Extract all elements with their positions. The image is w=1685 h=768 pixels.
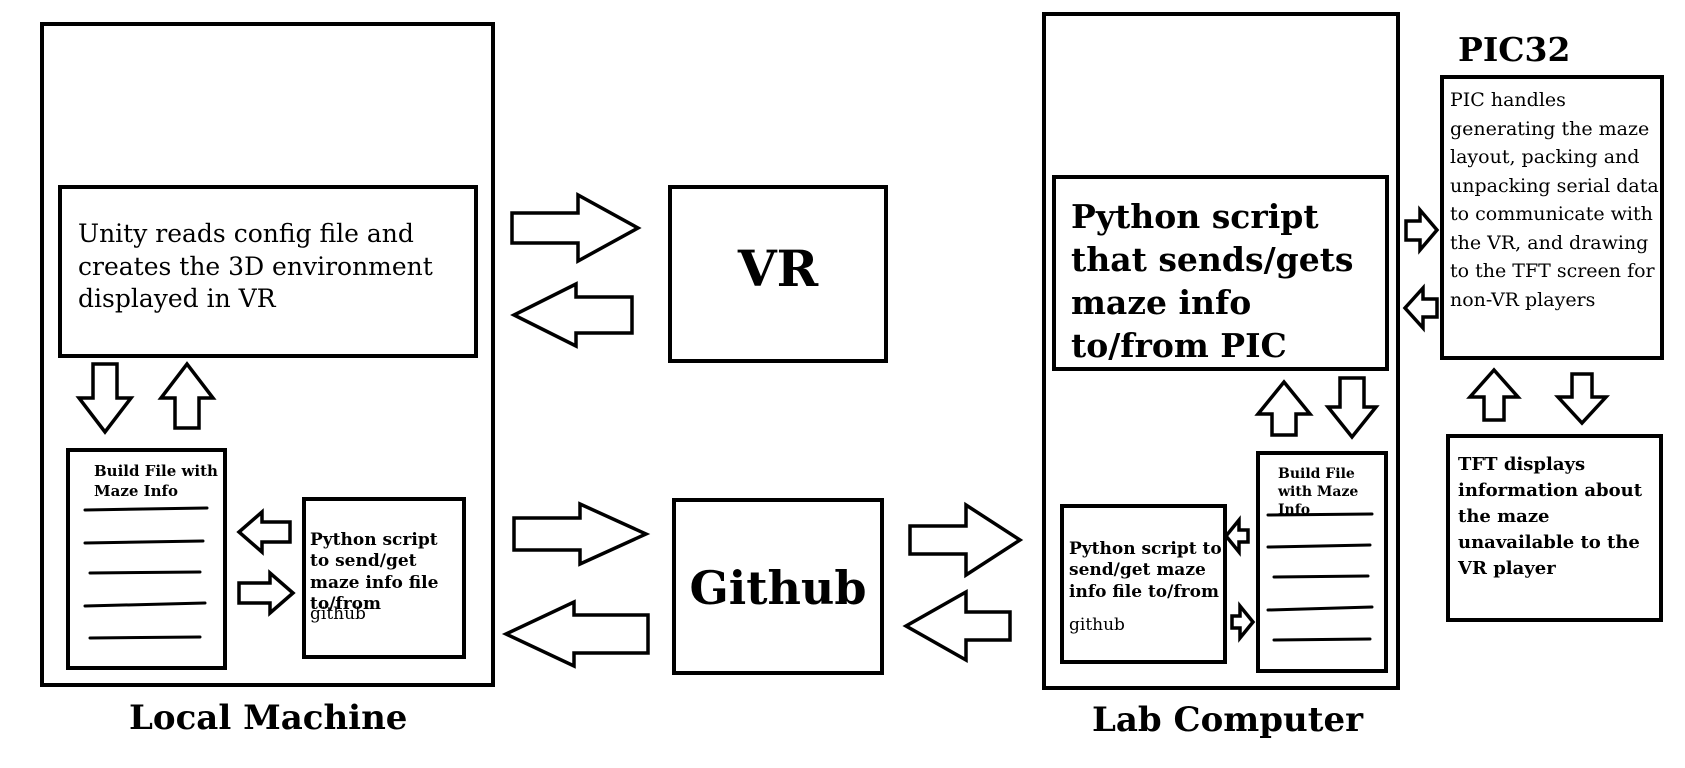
arrow-left-lab-to-github (902, 588, 1012, 664)
pic32-description: PIC handles generating the maze layout, … (1450, 89, 1659, 311)
lab-python-box-text: Python script to send/get maze info file… (1069, 539, 1222, 602)
arrow-up-build-to-python-pic (1254, 379, 1314, 437)
python-pic-text: Python script that sends/gets maze info … (1071, 197, 1354, 365)
lab-python-box (1060, 504, 1227, 664)
arrow-left-python-to-build (236, 508, 292, 556)
local-build-file-title: Build File with Maze Info (94, 462, 218, 500)
vr-label: VR (737, 239, 819, 298)
arrow-right-lab-to-pic (1404, 205, 1440, 255)
pic32-label: PIC32 (1458, 30, 1571, 69)
unity-box-text: Unity reads config file and creates the … (78, 219, 433, 313)
lab-build-file-lines (1266, 512, 1374, 642)
local-build-file-lines (83, 506, 209, 640)
arrow-left-pic-to-lab (1402, 283, 1439, 333)
pic32-box (1440, 75, 1664, 360)
lab-python-box-tail: github (1069, 615, 1125, 635)
arrow-up-tft-to-pic (1466, 367, 1522, 422)
github-label: Github (689, 561, 867, 615)
tft-box (1446, 434, 1663, 622)
tft-description: TFT displays information about the maze … (1458, 454, 1643, 580)
arrow-right-local-to-github (512, 501, 651, 567)
lab-computer-label: Lab Computer (1092, 700, 1364, 740)
unity-box (58, 185, 478, 358)
arrow-right-github-to-lab (908, 501, 1024, 579)
arrow-up-build-to-unity (157, 361, 217, 430)
arrow-down-python-pic-to-build (1324, 376, 1380, 440)
local-build-file-box (66, 448, 227, 670)
vr-box (668, 185, 888, 363)
local-python-box-tail: github (310, 604, 366, 624)
arrow-right-lab-python-to-build (1230, 601, 1256, 643)
github-box (672, 498, 884, 675)
arrow-right-build-to-python (237, 569, 296, 617)
lab-build-file-box (1256, 451, 1388, 673)
arrow-left-vr-to-unity (510, 281, 634, 349)
arrow-down-pic-to-tft (1554, 372, 1610, 426)
arrow-left-github-to-local (501, 599, 650, 669)
local-machine-label: Local Machine (129, 698, 408, 738)
local-python-box (302, 497, 466, 659)
python-pic-box (1052, 175, 1389, 371)
arrow-left-build-to-lab-python (1223, 515, 1250, 557)
arrow-down-unity-to-build (75, 362, 135, 435)
local-python-box-text: Python script to send/get maze info file… (310, 530, 439, 614)
arrow-right-unity-to-vr (510, 192, 642, 264)
